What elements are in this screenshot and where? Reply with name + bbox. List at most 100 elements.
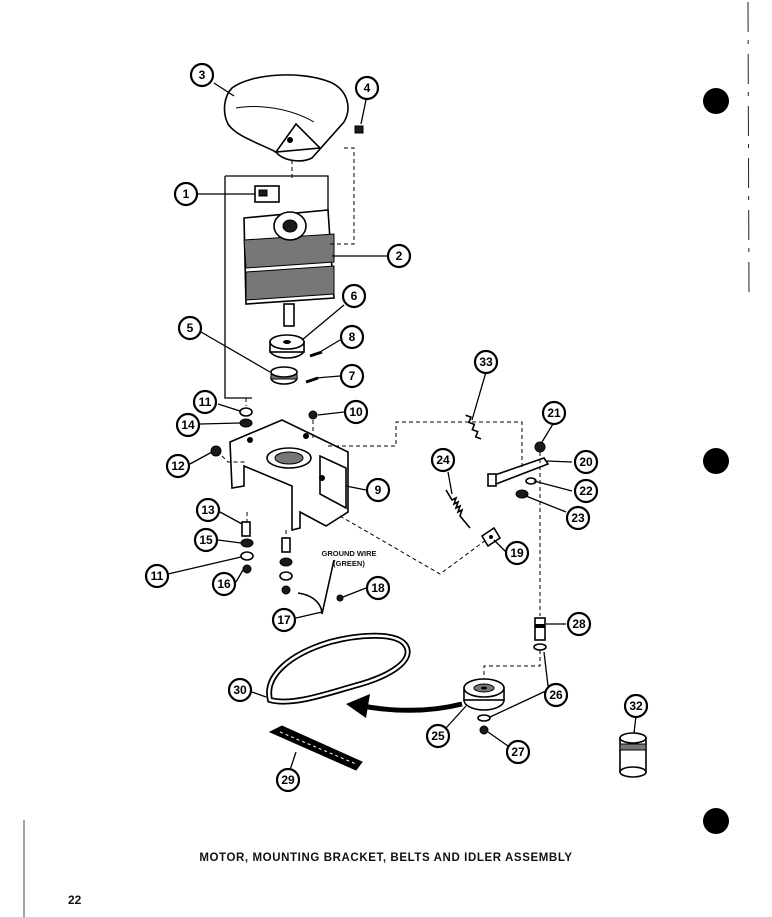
part-nut-10 <box>308 410 318 420</box>
svg-text:3: 3 <box>199 68 206 82</box>
callout-3: 3 <box>189 62 215 88</box>
dash-screw-4 <box>328 147 355 245</box>
svg-text:21: 21 <box>547 406 561 420</box>
callout-2: 2 <box>386 243 412 269</box>
part-washer-11-upper <box>239 407 253 417</box>
svg-text:33: 33 <box>479 355 493 369</box>
callout-9: 9 <box>365 477 391 503</box>
callout-8: 8 <box>339 324 365 350</box>
callout-17: 17 <box>271 607 297 633</box>
callout-13: 13 <box>195 497 221 523</box>
part-mounting-bracket <box>229 419 349 532</box>
svg-text:29: 29 <box>281 773 295 787</box>
part-washer-lower <box>477 714 491 722</box>
callout-18: 18 <box>365 575 391 601</box>
callout-20: 20 <box>573 449 599 475</box>
ground-wire-color-label: (GREEN) <box>333 559 365 568</box>
part-washer-right <box>279 571 293 581</box>
part-nut-27 <box>479 725 489 735</box>
part-screw-4 <box>354 125 364 134</box>
part-ground-wire <box>297 559 335 615</box>
dash-bolt-12 <box>221 455 246 463</box>
part-spacer-right <box>281 537 291 553</box>
callout-25: 25 <box>425 723 451 749</box>
callout-14: 14 <box>175 412 201 438</box>
callout-27: 27 <box>505 739 531 765</box>
dash-idler-pulley <box>483 650 541 682</box>
callout-26: 26 <box>543 682 569 708</box>
part-idler-arm <box>487 457 550 487</box>
callout-21: 21 <box>541 400 567 426</box>
part-spring-33 <box>465 414 482 440</box>
svg-text:4: 4 <box>364 81 371 95</box>
svg-text:16: 16 <box>217 577 231 591</box>
punch-hole-bottom <box>703 808 729 834</box>
svg-text:9: 9 <box>375 483 382 497</box>
part-nut-16 <box>242 564 252 574</box>
callout-7: 7 <box>339 363 365 389</box>
callout-32: 32 <box>623 693 649 719</box>
callout-1: 1 <box>173 181 199 207</box>
svg-text:12: 12 <box>171 459 185 473</box>
svg-text:28: 28 <box>572 617 586 631</box>
svg-text:7: 7 <box>349 369 356 383</box>
part-grommet-14 <box>239 418 253 428</box>
callout-11-lower: 11 <box>144 563 170 589</box>
svg-text:6: 6 <box>351 289 358 303</box>
callout-24: 24 <box>430 447 456 473</box>
callout-16: 16 <box>211 571 237 597</box>
svg-text:24: 24 <box>436 453 450 467</box>
dash-clip-19 <box>339 515 487 575</box>
callout-30: 30 <box>227 677 253 703</box>
part-idler-shaft <box>534 617 546 641</box>
punch-hole-middle <box>703 448 729 474</box>
svg-text:1: 1 <box>183 187 190 201</box>
callout-11-upper: 11 <box>192 389 218 415</box>
dash-spring-33 <box>328 421 523 470</box>
part-set-screw-8 <box>309 350 323 358</box>
part-screw-23 <box>515 489 529 499</box>
svg-text:26: 26 <box>549 688 563 702</box>
callout-29: 29 <box>275 767 301 793</box>
svg-text:11: 11 <box>199 395 212 409</box>
page-number: 22 <box>68 893 82 907</box>
svg-text:22: 22 <box>579 484 593 498</box>
scan-edge-right <box>747 1 750 301</box>
svg-text:10: 10 <box>349 405 363 419</box>
svg-text:5: 5 <box>187 321 194 335</box>
part-spacer-13 <box>241 521 251 537</box>
part-motor-cover <box>223 74 349 162</box>
callout-10: 10 <box>343 399 369 425</box>
motor-frame-line <box>224 176 252 399</box>
diagram-caption: MOTOR, MOUNTING BRACKET, BELTS AND IDLER… <box>199 852 573 864</box>
part-spring-24 <box>445 489 471 529</box>
svg-text:23: 23 <box>571 511 585 525</box>
svg-text:18: 18 <box>371 581 385 595</box>
part-grommet-15 <box>240 538 254 548</box>
part-screw-18 <box>336 594 344 602</box>
svg-text:32: 32 <box>629 699 643 713</box>
part-washer-26 <box>533 643 547 651</box>
part-idler-pulley <box>463 678 505 711</box>
part-set-screw-7 <box>305 376 319 384</box>
punch-hole-top <box>703 88 729 114</box>
part-pump-pulley <box>270 366 298 385</box>
part-washer-11-lower <box>240 551 254 561</box>
ground-wire-label: GROUND WIRE <box>322 549 377 558</box>
callout-19: 19 <box>504 540 530 566</box>
callout-4: 4 <box>354 75 380 101</box>
part-pump-belt <box>268 725 363 771</box>
callout-28: 28 <box>566 611 592 637</box>
part-drive-belt <box>266 632 411 705</box>
part-bolt-12 <box>210 445 222 457</box>
svg-text:27: 27 <box>511 745 525 759</box>
svg-text:11: 11 <box>151 569 164 583</box>
part-nut-right <box>281 585 291 595</box>
part-motor-pulley <box>269 334 305 359</box>
part-clip-19 <box>480 526 502 548</box>
part-capacitor <box>619 732 647 778</box>
callout-23: 23 <box>565 505 591 531</box>
svg-text:15: 15 <box>199 533 213 547</box>
callout-12: 12 <box>165 453 191 479</box>
